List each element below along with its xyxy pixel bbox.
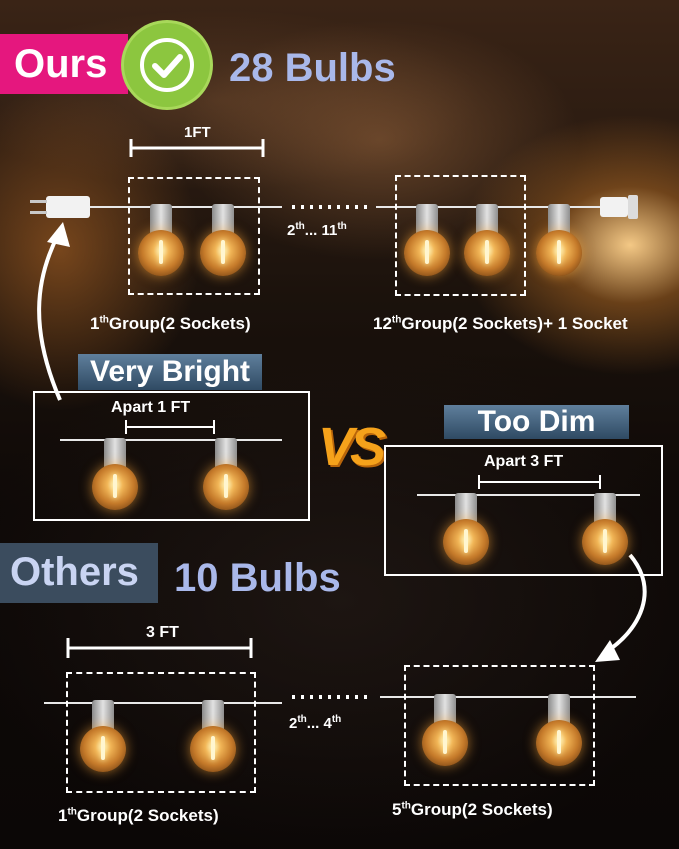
- others-spacing-label: 3 FT: [146, 624, 179, 641]
- plug-icon: [30, 196, 90, 218]
- ours-group-first-label: 1thGroup(2 Sockets): [90, 314, 251, 333]
- bulb-icon: [188, 700, 238, 778]
- others-group-last: [404, 665, 595, 786]
- others-tag: Others: [0, 543, 158, 603]
- dim-apart-label: Apart 3 FT: [484, 453, 564, 470]
- bulb-icon: [402, 204, 452, 282]
- others-group-first: [66, 672, 256, 793]
- others-group-first-label: 1thGroup(2 Sockets): [58, 806, 219, 825]
- ours-group-last: [395, 175, 526, 296]
- dim-comparison-box: [384, 445, 663, 576]
- bulb-icon: [78, 700, 128, 778]
- ours-bulb-count: 28 Bulbs: [229, 46, 396, 90]
- bright-comparison-box: [33, 391, 310, 521]
- too-dim-banner: Too Dim: [444, 405, 629, 439]
- ours-group-last-label: 12thGroup(2 Sockets)+ 1 Socket: [373, 314, 628, 333]
- bulb-icon: [420, 694, 470, 772]
- vs-label: VS: [318, 417, 386, 477]
- bulb-icon: [441, 493, 491, 571]
- bright-apart-label: Apart 1 FT: [111, 399, 191, 416]
- end-cap-icon: [600, 195, 638, 219]
- bulb-icon: [534, 694, 584, 772]
- ours-spacing-label: 1FT: [184, 124, 211, 141]
- bulb-icon: [580, 493, 630, 571]
- ours-tag: Ours: [0, 34, 128, 94]
- ours-group-first: [128, 177, 260, 295]
- check-icon: [121, 20, 213, 110]
- ours-middle-groups-label: 2th... 11th: [287, 221, 347, 240]
- others-middle-groups-label: 2th... 4th: [289, 714, 342, 733]
- arrow-icon: [604, 553, 647, 654]
- bulb-icon: [201, 438, 251, 516]
- bulb-icon: [136, 204, 186, 282]
- bulb-icon: [534, 204, 584, 282]
- bulb-icon: [90, 438, 140, 516]
- others-bulb-count: 10 Bulbs: [174, 556, 341, 600]
- others-group-last-label: 5thGroup(2 Sockets): [392, 800, 553, 819]
- bulb-icon: [198, 204, 248, 282]
- arrow-icon: [37, 234, 62, 401]
- bulb-icon: [462, 204, 512, 282]
- very-bright-banner: Very Bright: [78, 354, 262, 390]
